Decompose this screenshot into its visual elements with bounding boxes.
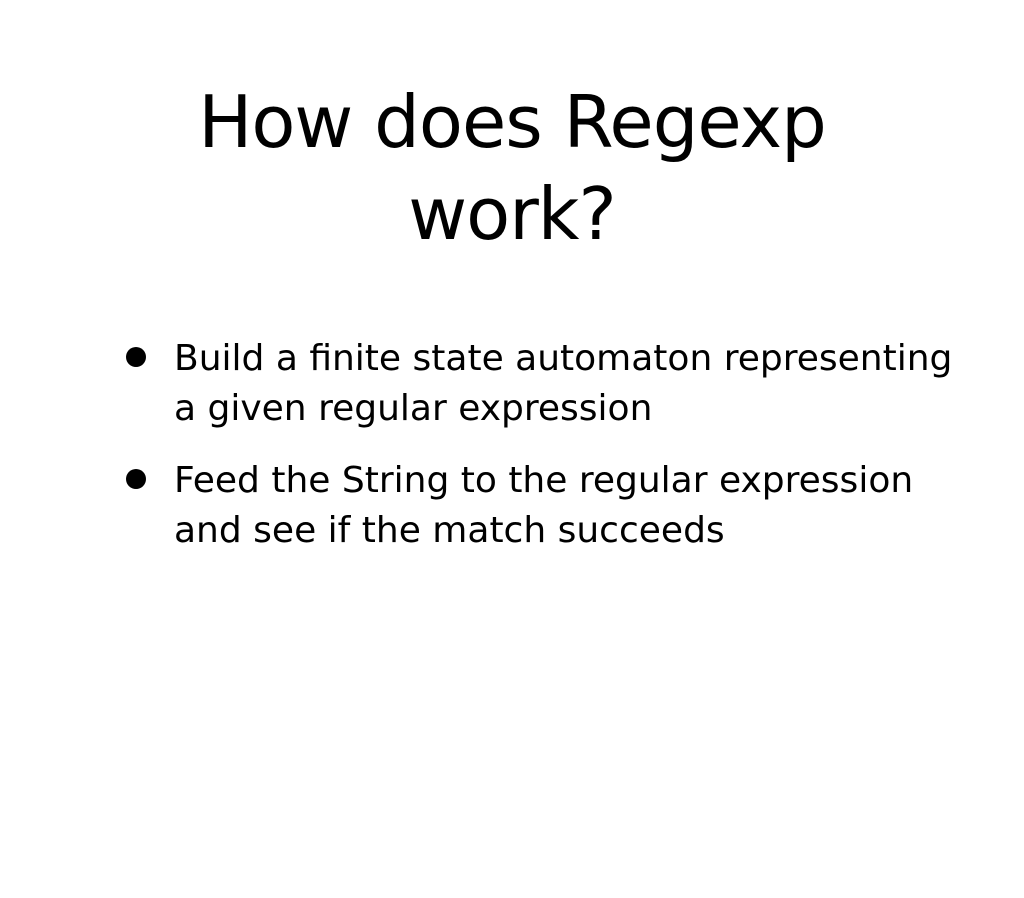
bullet-1-line-1: Build a finite state automaton represent… — [174, 338, 953, 379]
bullet-item-1: Build a finite state automaton represent… — [124, 334, 953, 434]
bullet-list: Build a finite state automaton represent… — [124, 334, 953, 578]
bullet-item-2: Feed the String to the regular expressio… — [124, 456, 924, 556]
title-line-1: How does Regexp — [198, 80, 827, 165]
bullet-icon — [126, 469, 146, 489]
bullet-2-line-1: Feed the String to the regular expressio… — [174, 460, 914, 501]
bullet-2-line-2: and see if the match succeeds — [174, 510, 725, 551]
bullet-1-line-2: a given regular expression — [174, 388, 653, 429]
slide-title: How does Regexp work? — [0, 76, 1024, 260]
bullet-icon — [126, 347, 146, 367]
bullet-text-2: Feed the String to the regular expressio… — [174, 456, 924, 556]
bullet-text-1: Build a finite state automaton represent… — [174, 334, 953, 434]
title-line-2: work? — [408, 172, 616, 257]
